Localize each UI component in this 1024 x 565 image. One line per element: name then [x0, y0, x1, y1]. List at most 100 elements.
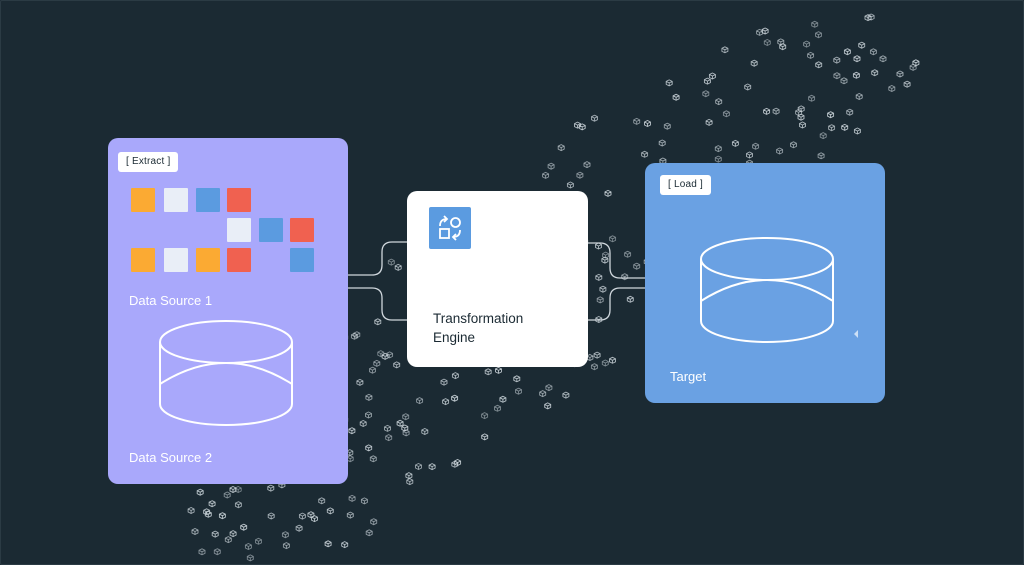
particle	[353, 331, 361, 339]
particle	[255, 537, 262, 545]
particle	[827, 111, 835, 119]
data-block	[227, 248, 251, 272]
particle	[229, 530, 237, 538]
particle	[451, 460, 459, 468]
particle	[756, 28, 764, 36]
particle	[373, 359, 381, 367]
particle	[750, 59, 758, 67]
particle	[295, 524, 303, 532]
particle	[416, 397, 424, 405]
particle	[858, 41, 866, 49]
particle	[864, 14, 872, 22]
particle	[451, 394, 459, 402]
particle	[385, 434, 393, 442]
particle	[803, 40, 811, 48]
particle	[267, 512, 275, 520]
extract-tag: [ Extract ]	[118, 152, 179, 172]
particle	[583, 161, 591, 169]
particle	[578, 123, 586, 131]
particle	[428, 463, 436, 471]
particle	[393, 361, 401, 369]
particle	[744, 83, 752, 91]
particle	[481, 433, 489, 441]
particle	[208, 500, 216, 508]
particle	[223, 491, 231, 499]
particle	[324, 540, 332, 548]
particle	[833, 72, 841, 80]
particle	[609, 235, 617, 243]
particle	[405, 472, 413, 480]
particle	[633, 262, 641, 270]
particle	[365, 444, 373, 452]
particle	[494, 404, 501, 412]
particle	[626, 295, 634, 303]
particle	[595, 242, 602, 250]
particle	[365, 529, 373, 537]
engine-title: Transformation Engine	[433, 311, 524, 345]
particle	[888, 84, 896, 93]
particle	[601, 359, 609, 367]
particle	[602, 251, 610, 259]
particle	[350, 332, 358, 340]
particle	[311, 515, 318, 523]
load-tag: [ Load ]	[660, 175, 711, 195]
particle	[705, 118, 713, 126]
particle	[374, 318, 382, 326]
data-block	[164, 248, 188, 272]
particle	[721, 46, 729, 54]
particle	[307, 511, 315, 519]
particle	[903, 80, 911, 88]
transformation-engine-card: Transformation Engine	[407, 191, 588, 367]
particle	[840, 77, 848, 85]
particle	[442, 398, 450, 406]
particle	[495, 366, 502, 374]
particle	[746, 151, 753, 159]
particle	[359, 419, 367, 428]
particle	[187, 506, 195, 515]
data-source-2-label: Data Source 2	[129, 450, 213, 465]
particle	[386, 351, 394, 359]
transform-arrows-icon	[429, 207, 471, 249]
particle	[624, 250, 632, 258]
particle	[515, 387, 522, 395]
particle	[596, 296, 604, 304]
particle	[715, 98, 723, 106]
particle	[853, 127, 861, 135]
particle	[779, 43, 787, 51]
particle	[451, 372, 459, 380]
particle	[601, 256, 609, 264]
particle	[318, 497, 326, 505]
particle	[234, 485, 242, 494]
particle	[855, 92, 863, 101]
particle	[708, 72, 716, 80]
particle	[421, 427, 429, 436]
particle	[298, 512, 306, 520]
particle	[278, 481, 286, 489]
particle	[365, 393, 373, 401]
particle	[348, 494, 356, 502]
particle	[377, 350, 385, 358]
particle	[807, 51, 815, 59]
particle	[722, 110, 730, 118]
particle	[869, 48, 877, 56]
particle	[852, 71, 860, 79]
particle	[633, 117, 641, 125]
particle	[224, 536, 232, 544]
particle	[590, 363, 598, 371]
particle	[833, 56, 841, 64]
connector-engine-load-upper	[588, 242, 645, 279]
particle	[609, 356, 616, 364]
particle	[191, 527, 199, 536]
particle	[267, 484, 275, 492]
particle	[815, 31, 822, 39]
particle	[714, 155, 722, 163]
particle	[702, 90, 710, 98]
particle	[544, 402, 552, 410]
particle	[790, 141, 797, 149]
target-label: Target	[670, 369, 707, 384]
particle	[545, 384, 553, 392]
particle	[576, 171, 584, 179]
particle	[817, 152, 825, 160]
particle	[703, 77, 711, 85]
